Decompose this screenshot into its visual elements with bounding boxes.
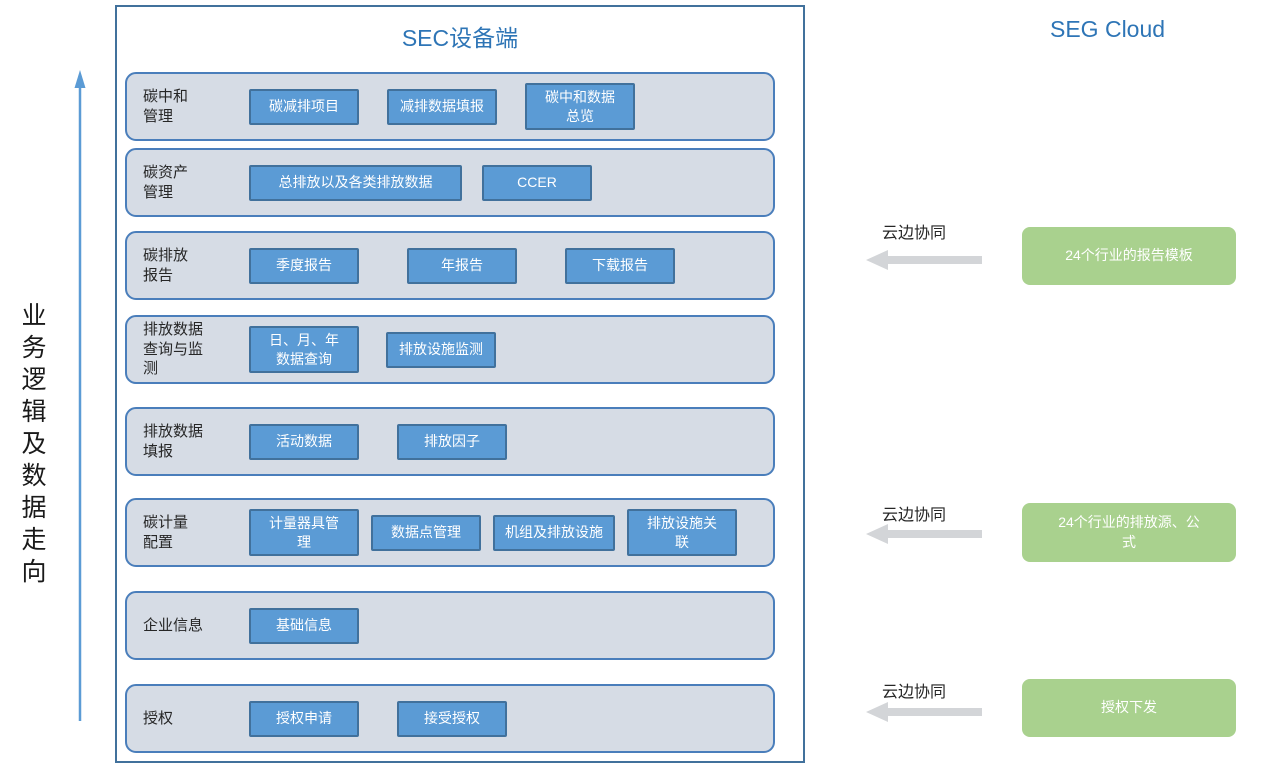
row-carbon-metering-config: 碳计量 配置 计量器具管 理 数据点管理 机组及排放设施 排放设施关 联 [125,498,775,567]
feature-chip: 季度报告 [249,247,359,284]
row-emission-data-entry: 排放数据 填报 活动数据 排放因子 [125,407,775,476]
feature-chip: 接受授权 [397,700,507,737]
feature-chip: 授权申请 [249,700,359,737]
left-arrow-icon [866,702,982,722]
row-chip-group: 基础信息 [249,607,359,644]
row-carbon-neutral-mgmt: 碳中和 管理 碳减排项目 减排数据填报 碳中和数据 总览 [125,72,775,141]
row-enterprise-info: 企业信息 基础信息 [125,591,775,660]
feature-chip: 机组及排放设施 [493,514,615,551]
flow-up-arrow-icon [74,70,86,721]
feature-chip: 基础信息 [249,607,359,644]
cloud-box-emission-sources: 24个行业的排放源、公 式 [1022,503,1236,562]
feature-chip: 碳中和数据 总览 [525,82,635,131]
row-carbon-asset-mgmt: 碳资产 管理 总排放以及各类排放数据 CCER [125,148,775,217]
row-chip-group: 计量器具管 理 数据点管理 机组及排放设施 排放设施关 联 [249,508,737,557]
feature-chip: 日、月、年 数据查询 [249,325,359,374]
feature-chip: 碳减排项目 [249,88,359,125]
left-arrow-icon [866,524,982,544]
row-chip-group: 授权申请 接受授权 [249,700,507,737]
feature-chip: 排放设施关 联 [627,508,737,557]
row-label: 碳资产 管理 [143,164,189,201]
row-label: 企业信息 [143,616,204,634]
row-chip-group: 碳减排项目 减排数据填报 碳中和数据 总览 [249,82,635,131]
row-chip-group: 季度报告 年报告 下载报告 [249,247,675,284]
cloud-sync-label: 云边协同 [882,684,947,701]
row-label: 排放数据 填报 [143,423,204,460]
row-label: 排放数据 查询与监 测 [143,321,204,378]
cloud-sync-label: 云边协同 [882,225,947,242]
row-chip-group: 日、月、年 数据查询 排放设施监测 [249,325,496,374]
row-emission-data-query-monitor: 排放数据 查询与监 测 日、月、年 数据查询 排放设施监测 [125,315,775,384]
row-label: 碳计量 配置 [143,514,189,551]
feature-chip: 活动数据 [249,423,359,460]
left-arrow-icon [866,250,982,270]
feature-chip: 数据点管理 [371,514,481,551]
feature-chip: 排放设施监测 [386,331,496,368]
feature-chip: 总排放以及各类排放数据 [249,164,462,201]
cloud-box-report-templates: 24个行业的报告模板 [1022,227,1236,285]
cloud-panel-title: SEG Cloud [1050,16,1166,42]
cloud-sync-label: 云边协同 [882,507,947,524]
row-chip-group: 活动数据 排放因子 [249,423,507,460]
feature-chip: CCER [482,164,592,201]
row-authorization: 授权 授权申请 接受授权 [125,684,775,753]
row-chip-group: 总排放以及各类排放数据 CCER [249,164,592,201]
feature-chip: 下载报告 [565,247,675,284]
row-label: 授权 [143,709,174,727]
feature-chip: 排放因子 [397,423,507,460]
row-label: 碳中和 管理 [143,88,189,125]
feature-chip: 计量器具管 理 [249,508,359,557]
feature-chip: 年报告 [407,247,517,284]
row-carbon-emission-report: 碳排放 报告 季度报告 年报告 下载报告 [125,231,775,300]
row-label: 碳排放 报告 [143,247,189,284]
cloud-box-authorization: 授权下发 [1022,679,1236,737]
device-panel: SEC设备端 碳中和 管理 碳减排项目 减排数据填报 碳中和数据 总览 碳资产 … [115,5,805,763]
feature-chip: 减排数据填报 [387,88,497,125]
device-panel-title: SEC设备端 [401,25,519,51]
flow-direction-label: 业务逻辑及数据走向 [18,302,46,590]
